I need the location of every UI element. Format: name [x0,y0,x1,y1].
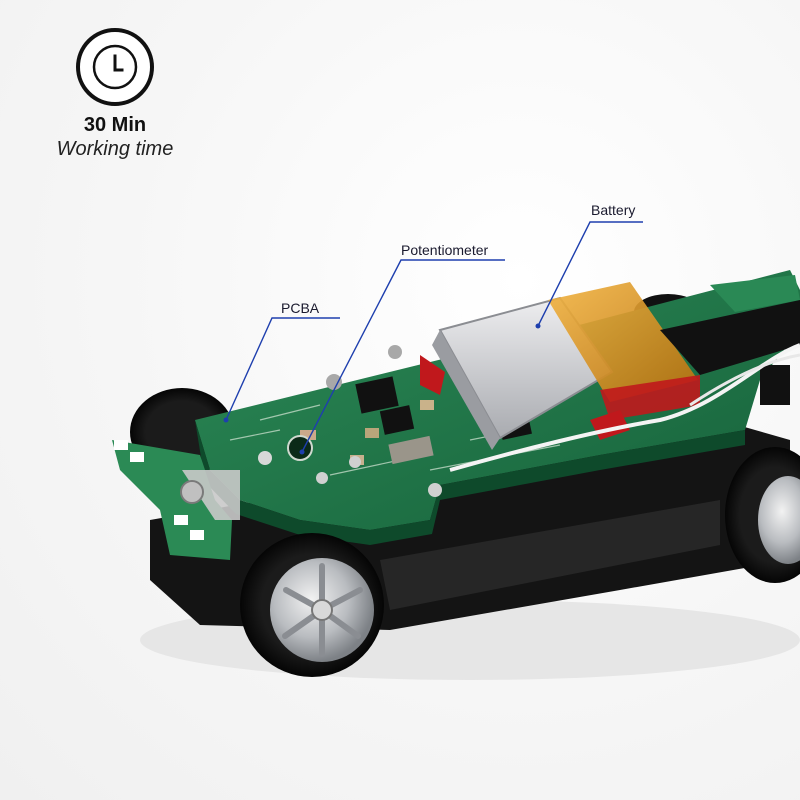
callout-battery: Battery [591,202,636,218]
front-left-wheel [240,533,384,677]
rear-right-near-wheel [725,447,800,583]
callout-pcba: PCBA [281,300,320,316]
motor [660,300,800,375]
pcb-rear-tab [710,275,800,312]
potentiometer-callout-dot [299,449,305,455]
white-wire-2 [689,353,800,407]
working-time-value: 30 Min [83,114,147,136]
working-time-label: Working time [56,138,174,160]
pcb-edge [195,420,745,545]
pcba-callout-dot [223,417,229,423]
front-led-bracket [112,440,240,560]
chassis-side-panel [380,500,720,610]
lipo-battery [420,282,700,450]
working-time-badge: 30 Min Working time [30,26,200,161]
battery-callout-dot [535,323,541,329]
callout-potentiometer: Potentiometer [401,242,489,258]
callout-lines [225,221,643,453]
clock-icon [76,28,154,106]
